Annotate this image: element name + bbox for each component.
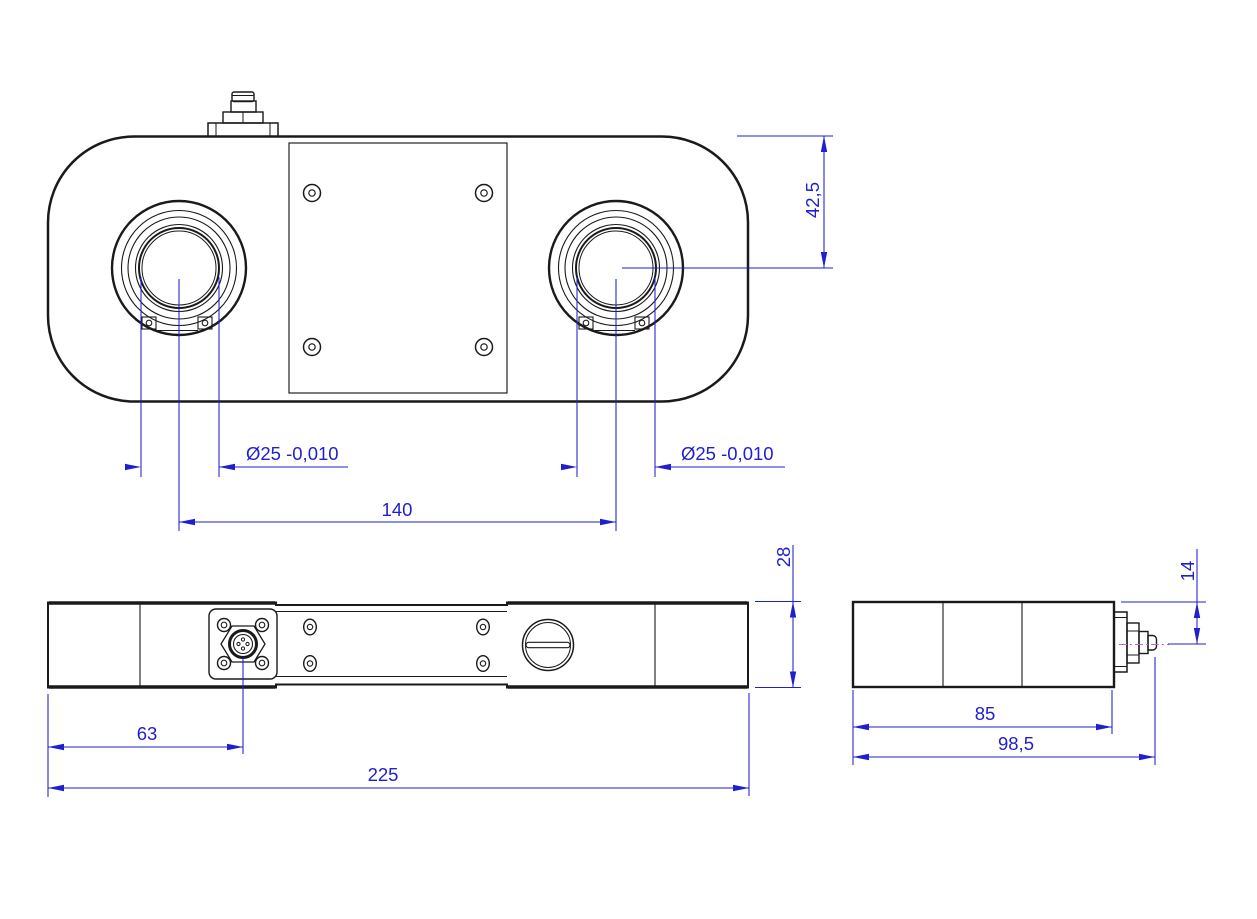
arrowhead (853, 723, 869, 731)
arrowhead (789, 671, 797, 688)
dimension-bore-right: Ø25 -0,010 (561, 277, 785, 531)
top-connector (207, 91, 279, 138)
ring-lugs (578, 316, 650, 332)
dimension-label: Ø25 -0,010 (681, 443, 774, 464)
arrowhead (1096, 723, 1112, 731)
arrowhead (820, 136, 828, 152)
top-view-body (46, 135, 750, 403)
screw-hole-center (480, 343, 488, 351)
arrowhead (1193, 602, 1201, 618)
arrowhead (733, 784, 749, 792)
dimension-label: 98,5 (998, 733, 1034, 754)
connector-ring (228, 629, 258, 659)
arrowhead (48, 784, 64, 792)
side-connector-tip (1147, 634, 1158, 651)
screw-hole (302, 183, 322, 203)
plug-slot (525, 641, 571, 649)
rail-screws (303, 618, 491, 673)
dimension-225: 225 (48, 693, 750, 796)
rail-section (276, 611, 507, 677)
dimension-14: 14 (1121, 549, 1206, 645)
center-plate (288, 142, 508, 394)
top-view (46, 91, 750, 403)
dimension-63: 63 (47, 658, 244, 797)
dimension-85: 85 (852, 690, 1113, 765)
screw-hole-center (308, 343, 316, 351)
side-connector-nut (1126, 622, 1140, 664)
arrowhead (125, 463, 141, 471)
arrowhead (227, 743, 243, 751)
dimension-42-5: 42,5 (622, 135, 833, 269)
front-view (47, 601, 749, 689)
dimension-label: 28 (773, 547, 794, 568)
arrowhead (1193, 628, 1201, 644)
connector-barrel (230, 100, 257, 113)
dimension-label: Ø25 -0,010 (246, 443, 339, 464)
side-connector (1113, 611, 1158, 673)
dimension-label: 225 (368, 764, 399, 785)
screw-hole (474, 337, 494, 357)
dimension-28: 28 (755, 545, 801, 689)
dimension-label: 42,5 (802, 182, 823, 218)
side-connector-cylinder (1138, 630, 1149, 655)
dimension-label: 14 (1177, 561, 1198, 582)
screw-hole (302, 337, 322, 357)
dimension-label: 63 (137, 723, 158, 744)
dimension-98-5: 98,5 (853, 657, 1156, 765)
arrowhead (820, 252, 828, 268)
screw-hole-center (480, 189, 488, 197)
side-view-body (851, 600, 1116, 689)
side-view (851, 600, 1169, 689)
screw-hole-center (308, 189, 316, 197)
dimensions: 42,5 Ø25 -0,010 Ø25 -0,010 140 (47, 135, 1206, 797)
connector-base (207, 122, 279, 138)
arrowhead (600, 518, 616, 526)
arrowhead (48, 743, 64, 751)
screw-hole (474, 183, 494, 203)
arrowhead (853, 753, 869, 761)
ring-lugs (141, 316, 213, 332)
side-connector-plate (1113, 611, 1128, 673)
arrowhead (1139, 753, 1155, 761)
connector-pins (236, 637, 250, 651)
edge-bands (49, 601, 747, 689)
arrowhead (179, 518, 195, 526)
arrowhead (789, 601, 797, 618)
sealing-plug (521, 618, 575, 672)
dimension-140: 140 (179, 499, 616, 526)
dimension-label: 140 (382, 499, 413, 520)
mounting-screws (302, 183, 494, 357)
dimension-bore-left: Ø25 -0,010 (125, 277, 348, 531)
dimension-label: 85 (975, 703, 996, 724)
arrowhead (561, 463, 577, 471)
connector-cap (231, 91, 255, 103)
front-view-outline (47, 601, 749, 689)
connector-hex (220, 625, 266, 663)
